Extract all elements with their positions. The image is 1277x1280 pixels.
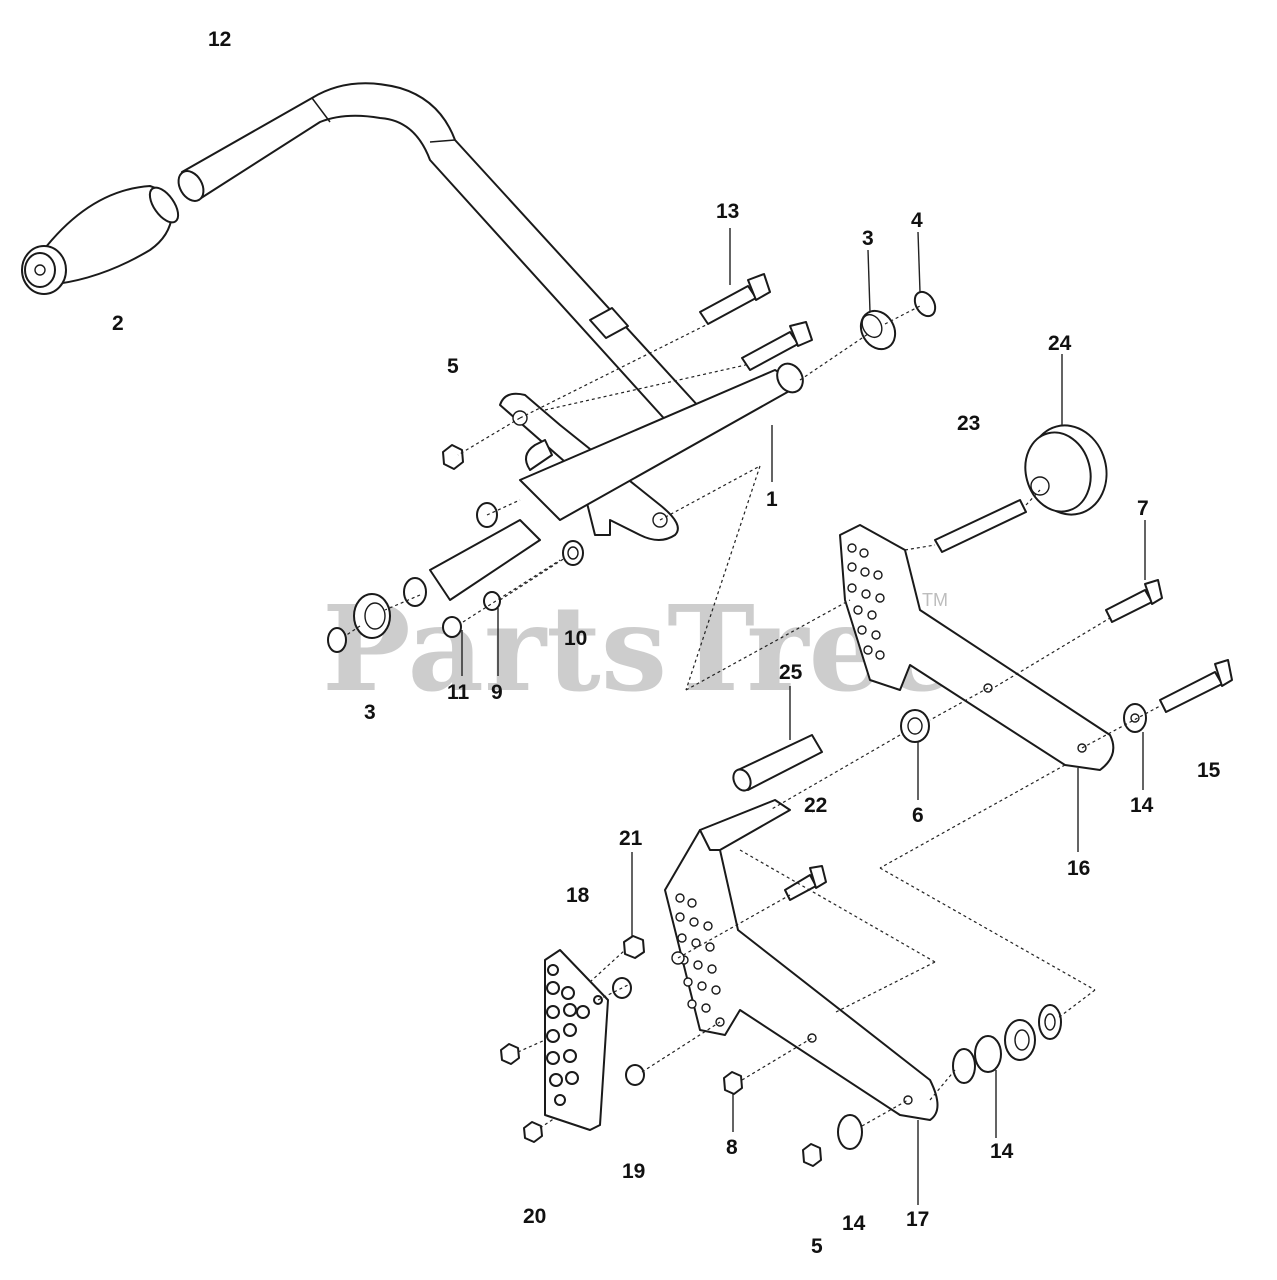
callout-5-top: 5: [447, 355, 459, 378]
callout-11: 11: [447, 681, 470, 704]
callout-22: 22: [804, 794, 827, 817]
callout-19: 19: [622, 1160, 645, 1183]
bushing-3-left: [353, 593, 391, 639]
callout-9: 9: [491, 681, 503, 704]
callout-labels: 12 2 13 3 4 24 5 23 1 7 10 11 9 3 25 15 …: [112, 28, 1221, 1258]
callout-16: 16: [1067, 857, 1090, 880]
watermark-trademark: TM: [922, 590, 948, 610]
nut-9: [483, 591, 501, 611]
callout-24: 24: [1048, 332, 1072, 355]
washer-14-right: [1123, 703, 1147, 733]
callout-10: 10: [564, 627, 587, 650]
callout-12: 12: [208, 28, 231, 51]
washer-11: [442, 616, 462, 638]
alignment-lines: [344, 305, 1161, 1129]
callout-4: 4: [911, 209, 923, 232]
callout-14-right: 14: [1130, 794, 1154, 817]
callout-15: 15: [1197, 759, 1221, 782]
washer-stack: [952, 1004, 1062, 1084]
nut-10: [562, 540, 584, 566]
bracket-19-nuts: [546, 964, 603, 1106]
callout-6: 6: [912, 804, 924, 827]
callout-25: 25: [779, 661, 803, 684]
callout-3-top: 3: [862, 227, 874, 250]
nut-6: [900, 709, 930, 743]
callout-18: 18: [566, 884, 590, 907]
nut-20: [523, 1121, 543, 1143]
callout-14-mid: 14: [990, 1140, 1014, 1163]
ring-3-left: [327, 627, 347, 653]
plate-17: [664, 799, 939, 1121]
callout-8: 8: [726, 1136, 738, 1159]
knob: [934, 424, 1108, 553]
nut-21: [623, 935, 645, 959]
bolt-15: [1159, 659, 1233, 713]
bushing-3-top: [859, 309, 897, 351]
washer-14-bottom: [837, 1114, 863, 1150]
plate-17-holes: [671, 893, 913, 1105]
nut-left-upper: [500, 1043, 520, 1065]
bolt-13: [699, 273, 771, 325]
pin-25: [732, 734, 823, 792]
callout-leaders: [461, 228, 1146, 1205]
callout-17: 17: [906, 1208, 929, 1231]
bolt-7: [1105, 579, 1163, 623]
plate-16: [839, 524, 1115, 771]
nut-5-upper: [442, 444, 464, 470]
callout-21: 21: [619, 827, 643, 850]
bracket-19: [544, 949, 609, 1131]
bolt-upper: [741, 321, 813, 371]
grip: [21, 185, 180, 295]
callout-13: 13: [716, 200, 739, 223]
handle-bar: [177, 82, 701, 426]
callout-14-bottom: 14: [842, 1212, 866, 1235]
callout-5-bottom: 5: [811, 1235, 823, 1258]
ring-4: [913, 290, 937, 318]
callout-1: 1: [766, 488, 778, 511]
washer-lower-mid: [625, 1064, 645, 1086]
shaft-assembly: [403, 362, 804, 607]
nut-8: [723, 1071, 743, 1095]
callout-3-left: 3: [364, 701, 376, 724]
callout-7: 7: [1137, 497, 1149, 520]
callout-20: 20: [523, 1205, 546, 1228]
bolt-lower: [784, 865, 827, 901]
callout-2: 2: [112, 312, 124, 335]
callout-23: 23: [957, 412, 980, 435]
nut-5-lower: [802, 1143, 822, 1167]
